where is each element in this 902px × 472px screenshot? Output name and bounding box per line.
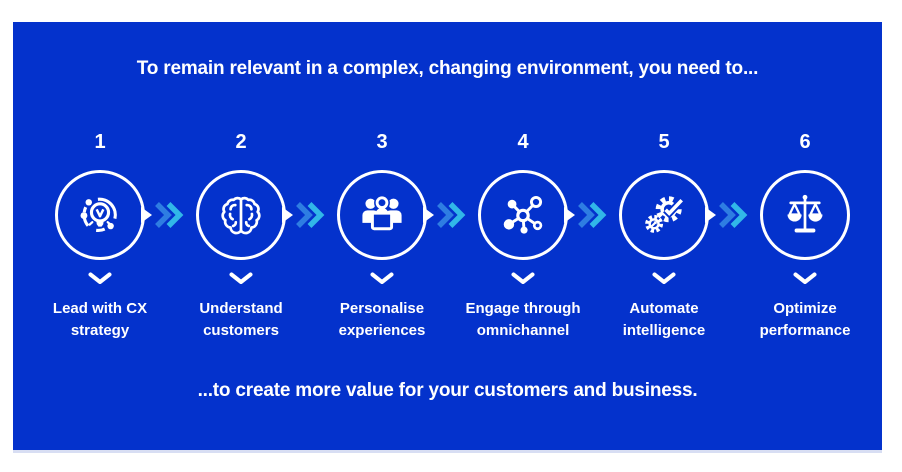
step-label: Engage through omnichannel <box>465 300 581 339</box>
step-circle <box>196 170 286 260</box>
step-label: Lead with CX strategy <box>52 300 148 339</box>
brain-icon <box>221 196 261 235</box>
footer-text: ...to create more value for your custome… <box>197 380 698 401</box>
step-label: Personalise experiences <box>338 300 426 339</box>
chevron-down-icon <box>793 272 817 284</box>
step-column-3: 3 <box>312 130 466 342</box>
chevron-down-icon <box>652 272 676 284</box>
step-column-4: 4 <box>453 130 607 342</box>
next-step-arrow-icon <box>141 202 184 228</box>
step-number: 3 <box>376 131 388 153</box>
step-column-1: 1 <box>30 130 184 342</box>
step-number: 2 <box>235 131 247 153</box>
people-group-icon <box>362 194 402 231</box>
step-column-2: 2 <box>171 130 325 342</box>
next-step-arrow-icon <box>564 202 607 228</box>
balance-scale-icon <box>787 194 823 233</box>
cx-strategy-lightbulb-icon <box>80 197 117 233</box>
chevron-down-icon <box>229 272 253 284</box>
chevron-down-icon <box>511 272 535 284</box>
step-number: 1 <box>94 131 106 153</box>
step-column-5: 5 <box>594 130 748 342</box>
step-circle <box>55 170 145 260</box>
network-nodes-icon <box>503 195 543 234</box>
step-label: Automate intelligence <box>622 300 706 339</box>
steps-row: 1 <box>23 130 882 342</box>
step-number: 6 <box>799 131 811 153</box>
step-label: Understand customers <box>199 300 283 339</box>
chevron-down-icon <box>370 272 394 284</box>
next-step-arrow-icon <box>423 202 466 228</box>
step-circle <box>760 170 850 260</box>
step-label: Optimize performance <box>759 300 851 339</box>
next-step-arrow-icon <box>282 202 325 228</box>
step-number: 4 <box>517 131 529 153</box>
step-circle <box>337 170 427 260</box>
infographic-panel: To remain relevant in a complex, changin… <box>13 22 882 450</box>
page-title: To remain relevant in a complex, changin… <box>136 58 759 79</box>
next-step-arrow-icon <box>705 202 748 228</box>
chevron-down-icon <box>88 272 112 284</box>
step-number: 5 <box>658 131 670 153</box>
gears-check-icon <box>645 196 685 233</box>
step-column-6: 6 Optimize pe <box>735 130 876 342</box>
step-circle <box>478 170 568 260</box>
step-circle <box>619 170 709 260</box>
